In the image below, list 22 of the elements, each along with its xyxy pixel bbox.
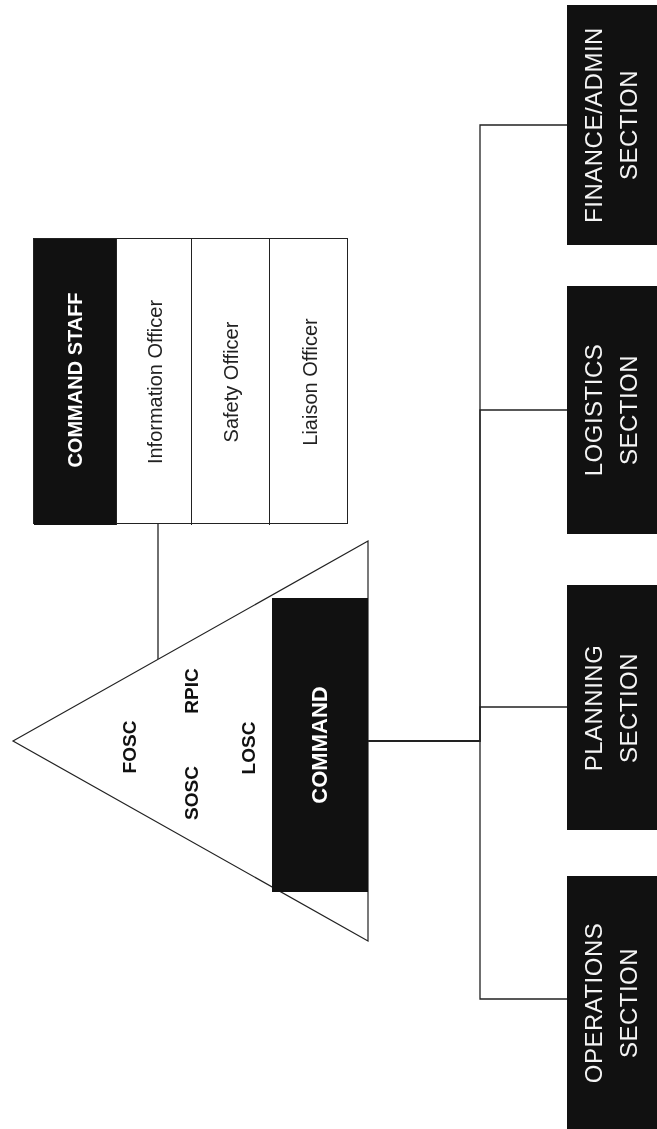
role-label: SOSC [181, 766, 203, 820]
section-box [567, 5, 657, 245]
section-box [567, 585, 657, 830]
command-triangle [13, 541, 368, 941]
role-label: FOSC [119, 720, 141, 774]
officer-label: Safety Officer [220, 321, 242, 443]
command-box [272, 598, 368, 892]
section-label: OPERATIONS SECTION [579, 922, 643, 1083]
section-label: LOGISTICS SECTION [579, 343, 643, 477]
role-label: LOSC [238, 721, 260, 775]
connector-line [157, 523, 159, 660]
section-label: FINANCE/ADMIN SECTION [579, 27, 643, 223]
officer-label: Liaison Officer [299, 318, 321, 446]
command-label: COMMAND [307, 686, 333, 804]
header-cell [34, 239, 116, 525]
section-box [567, 286, 657, 534]
header-label: COMMAND STAFF [64, 292, 86, 468]
section-box [567, 876, 657, 1129]
role-label: RPIC [181, 668, 203, 714]
section-label: PLANNING SECTION [579, 644, 643, 771]
officer-label: Information Officer [143, 299, 166, 465]
command-staff-table [33, 238, 348, 524]
